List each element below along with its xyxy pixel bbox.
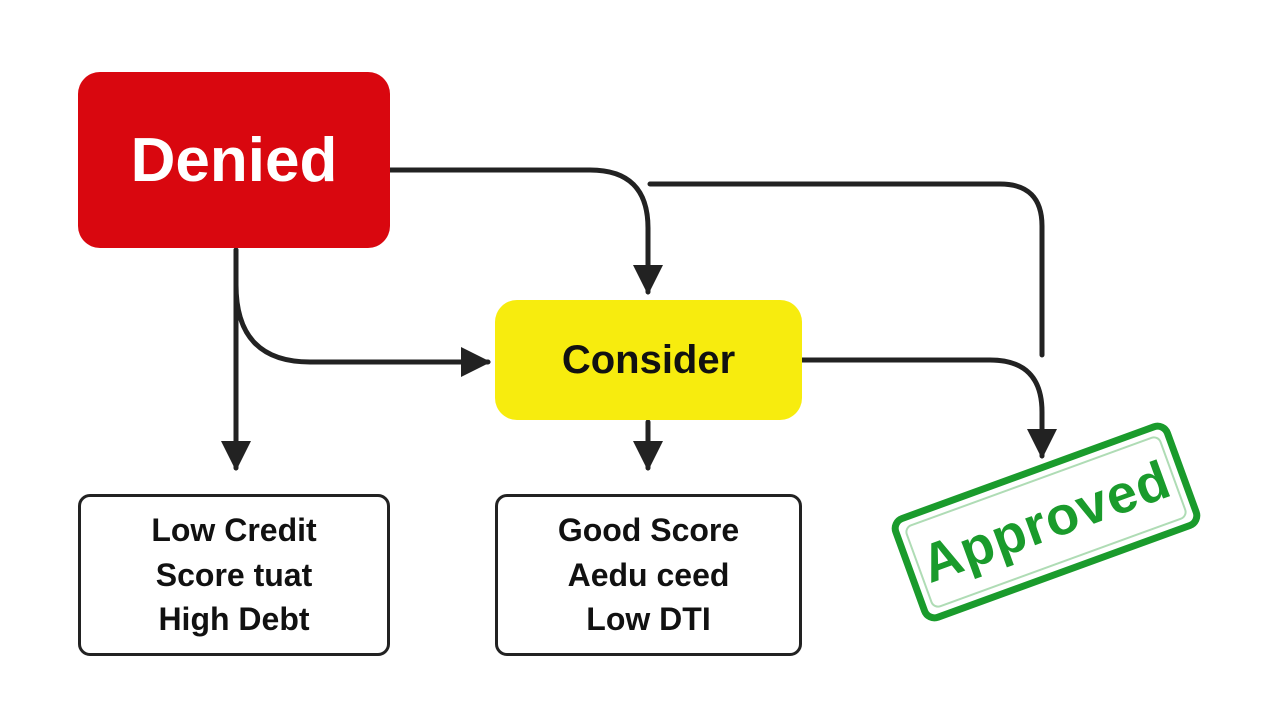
denied-node: Denied [78, 72, 390, 248]
connector-denied-to-consider-left [233, 247, 491, 377]
consider-node: Consider [495, 300, 802, 420]
low-credit-criteria-box: Low Credit Score tuat High Debt [78, 494, 390, 656]
connector-denied-to-consider-top [387, 167, 663, 295]
good-score-criteria-box: Good Score Aedu ceed Low DTI [495, 494, 802, 656]
connector-consider-to-approved [799, 357, 1057, 459]
connector-feedback-line [647, 181, 1045, 358]
